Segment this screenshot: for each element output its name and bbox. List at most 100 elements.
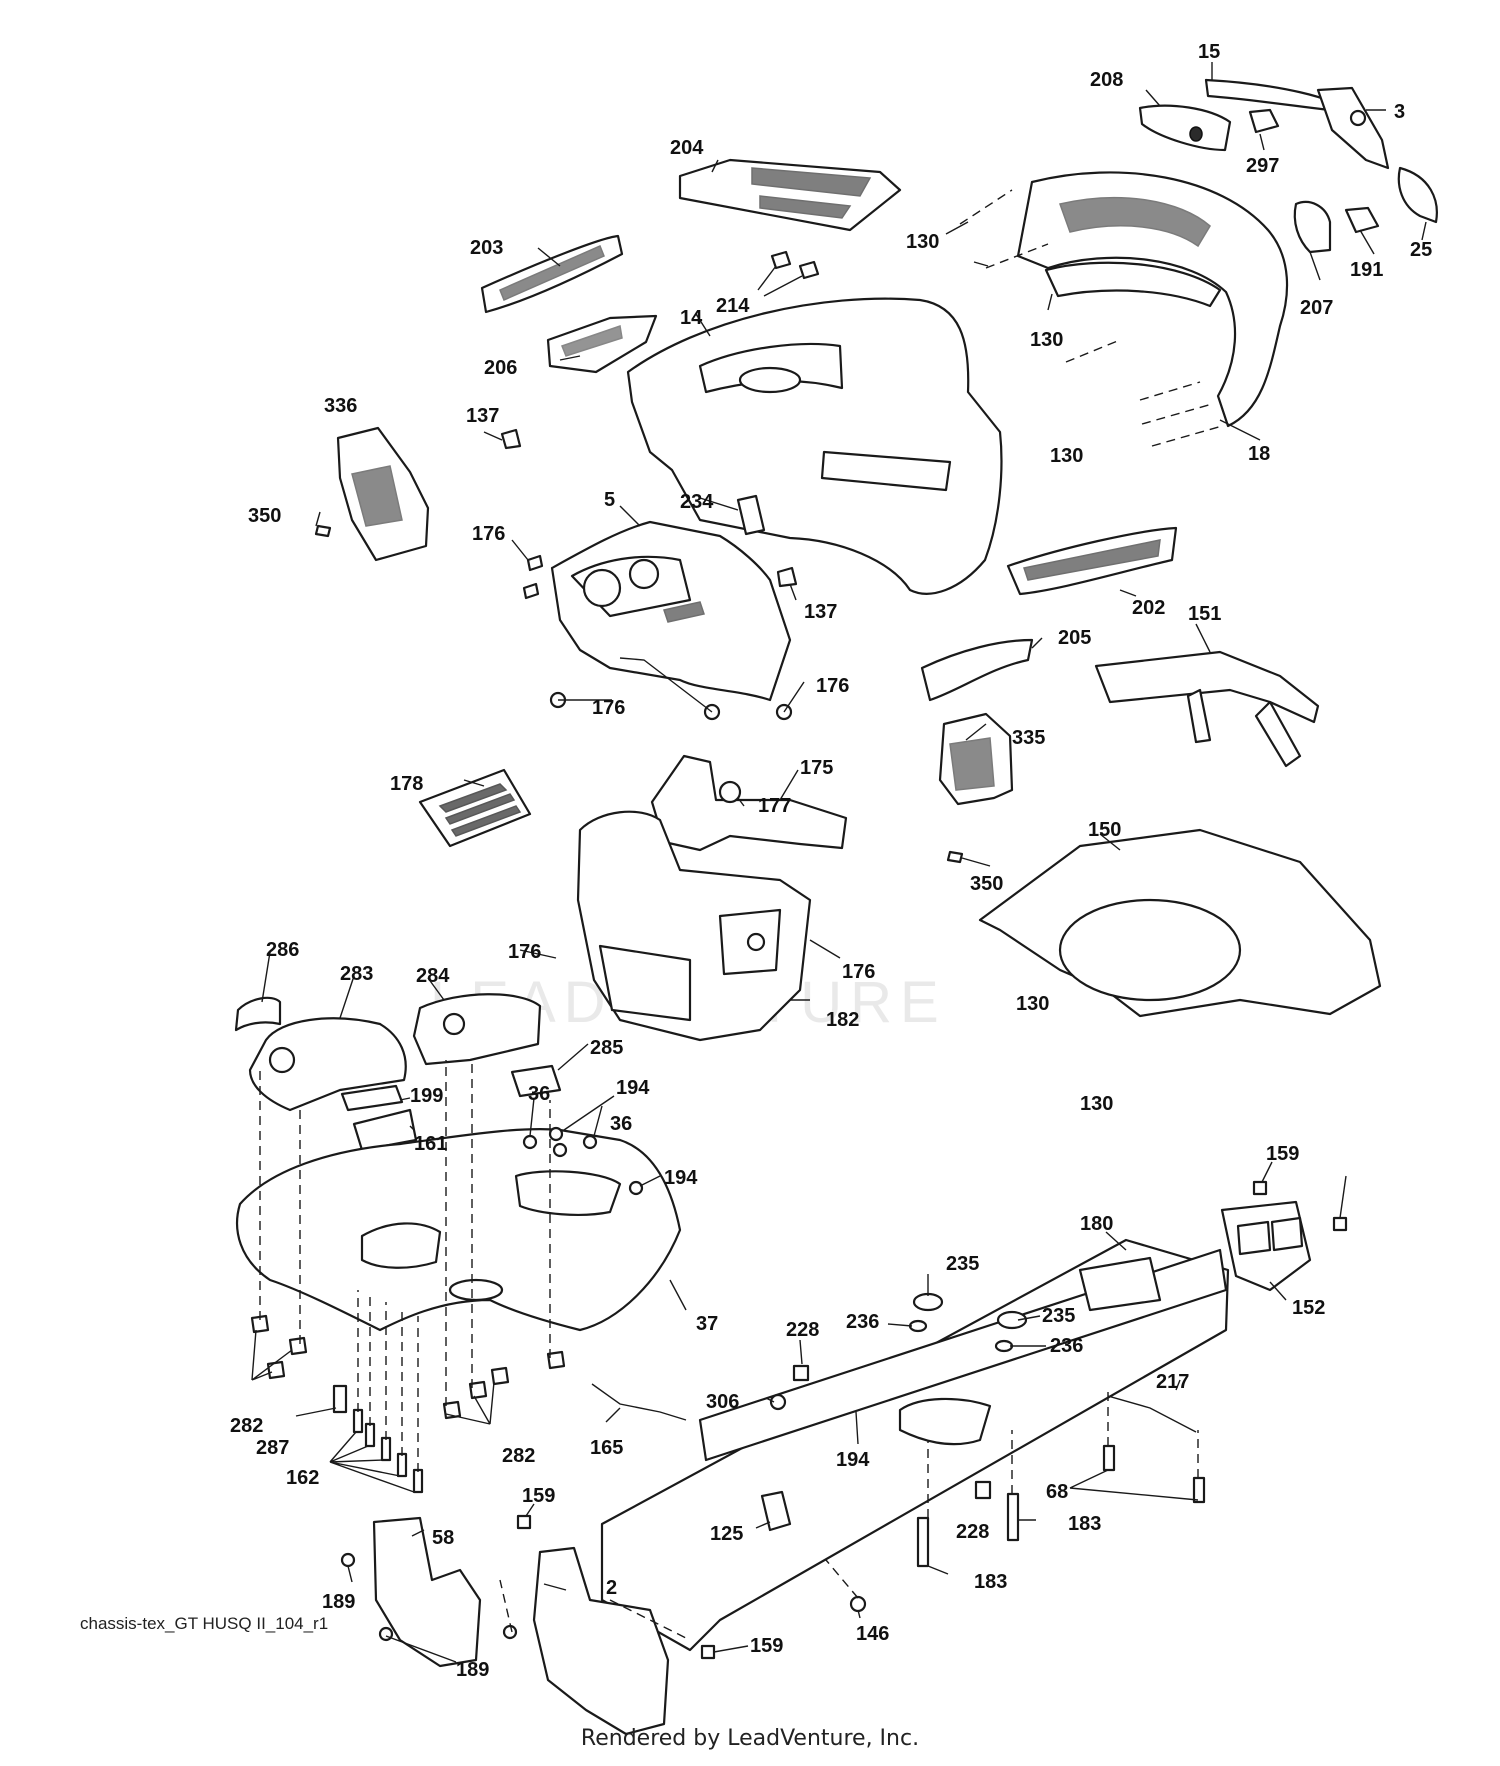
callout-204: 204	[670, 137, 704, 159]
callout-191: 191	[1350, 259, 1383, 281]
callout-58: 58	[432, 1527, 454, 1549]
callout-194-c: 194	[836, 1449, 870, 1471]
callout-151: 151	[1188, 603, 1221, 625]
part-152-rear-bracket[interactable]	[1220, 1200, 1312, 1292]
callout-306: 306	[706, 1391, 739, 1413]
part-175-dash-support[interactable]	[650, 754, 848, 852]
part-58-left-bracket[interactable]	[372, 1516, 482, 1668]
callout-37: 37	[696, 1313, 718, 1335]
part-37-fender[interactable]	[236, 1127, 682, 1332]
callout-159-a: 159	[1266, 1143, 1299, 1165]
callout-297: 297	[1246, 155, 1279, 177]
part-297-clip[interactable]	[1248, 108, 1280, 134]
part-18-front-bumper-grille[interactable]	[1016, 171, 1289, 428]
part-199-spring-plate[interactable]	[340, 1084, 404, 1112]
render-credit: Rendered by LeadVenture, Inc.	[580, 1726, 920, 1751]
callout-176-c: 176	[592, 697, 625, 719]
part-283-left-pod[interactable]	[248, 1017, 407, 1112]
part-161-bracket[interactable]	[352, 1108, 418, 1152]
callout-217: 217	[1156, 1371, 1189, 1393]
callout-165: 165	[590, 1437, 623, 1459]
part-191-bulb-socket[interactable]	[1344, 206, 1380, 234]
part-350-screw-right[interactable]	[946, 850, 964, 864]
assembly-lines	[259, 189, 1223, 1641]
callout-68: 68	[1046, 1481, 1068, 1503]
part-207-headlight-assembly[interactable]	[1293, 200, 1332, 254]
part-287-bolt[interactable]	[332, 1384, 348, 1414]
callout-194-b: 194	[664, 1167, 698, 1189]
part-183-bolts[interactable]	[916, 1492, 1020, 1568]
callout-183-a: 183	[1068, 1513, 1101, 1535]
part-335-side-cover[interactable]	[938, 712, 1014, 806]
callout-159-c: 159	[750, 1635, 783, 1657]
callout-199: 199	[410, 1085, 443, 1107]
callout-175: 175	[800, 757, 833, 779]
part-205-trim[interactable]	[920, 638, 1034, 702]
part-182-lower-dash[interactable]	[576, 810, 812, 1042]
callout-162: 162	[286, 1467, 319, 1489]
part-217-rod[interactable]	[1107, 1395, 1197, 1433]
part-350-screw-left[interactable]	[314, 524, 332, 538]
callout-137-b: 137	[804, 601, 837, 623]
part-36-screws[interactable]	[522, 1134, 598, 1158]
part-178-vent-plate[interactable]	[418, 768, 532, 848]
callout-284: 284	[416, 965, 450, 987]
callout-207: 207	[1300, 297, 1333, 319]
callout-214: 214	[716, 295, 750, 317]
part-202-grille-insert[interactable]	[1006, 526, 1178, 596]
part-137-clip-left[interactable]	[500, 428, 522, 450]
part-25-seal[interactable]	[1397, 166, 1438, 224]
callout-176-a: 176	[472, 523, 505, 545]
part-151-bracket[interactable]	[1094, 650, 1320, 768]
callout-282-a: 282	[230, 1415, 263, 1437]
callout-130-b: 130	[1030, 329, 1063, 351]
part-282-clips[interactable]	[250, 1314, 566, 1420]
part-234-decal[interactable]	[736, 494, 766, 536]
part-137-clip-right[interactable]	[776, 566, 798, 588]
callout-2: 2	[606, 1577, 617, 1599]
part-3-headlight-bezel[interactable]	[1316, 86, 1390, 170]
callout-178: 178	[390, 773, 423, 795]
callout-130-c: 130	[1050, 445, 1083, 467]
callout-161: 161	[414, 1133, 447, 1155]
callout-176-e: 176	[842, 961, 875, 983]
part-206-side-panel[interactable]	[546, 314, 658, 374]
part-162-bolts[interactable]	[352, 1408, 424, 1494]
callout-36-a: 36	[528, 1083, 550, 1105]
part-146-bolt[interactable]	[849, 1595, 867, 1613]
callout-350-b: 350	[970, 873, 1003, 895]
part-14-hood[interactable]	[626, 297, 1003, 595]
callout-282-b: 282	[502, 1445, 535, 1467]
callout-18: 18	[1248, 443, 1270, 465]
part-125-bracket[interactable]	[760, 1490, 792, 1532]
part-336-side-cover[interactable]	[336, 426, 430, 562]
part-176-fasteners[interactable]	[522, 554, 793, 721]
callout-335: 335	[1012, 727, 1045, 749]
part-5-dash-panel[interactable]	[550, 520, 792, 702]
callout-202: 202	[1132, 597, 1165, 619]
part-286-handle[interactable]	[234, 996, 282, 1032]
callout-236-a: 236	[846, 1311, 879, 1333]
part-2-front-bracket[interactable]	[532, 1546, 670, 1736]
part-285-insert[interactable]	[510, 1064, 562, 1098]
callout-176-b: 176	[816, 675, 849, 697]
part-214-clips[interactable]	[770, 250, 820, 280]
callout-183-b: 183	[974, 1571, 1007, 1593]
part-165-rod[interactable]	[591, 1383, 687, 1421]
callout-150: 150	[1088, 819, 1121, 841]
part-203-side-vent[interactable]	[480, 234, 624, 314]
part-68-bolts[interactable]	[1102, 1444, 1206, 1504]
callout-130-d: 130	[1016, 993, 1049, 1015]
part-228-bolts[interactable]	[792, 1364, 992, 1500]
callout-25: 25	[1410, 239, 1432, 261]
part-204-hood-scoop[interactable]	[678, 158, 902, 232]
part-150-floor-plate[interactable]	[978, 828, 1382, 1018]
callout-286: 286	[266, 939, 299, 961]
part-235-236-bushings[interactable]	[908, 1292, 1028, 1353]
part-284-right-pod[interactable]	[412, 993, 542, 1066]
part-306-nut[interactable]	[769, 1393, 787, 1411]
callout-labels: 15 208 3 297 25 191 207 204 130 130 130 …	[230, 41, 1432, 1681]
callout-285: 285	[590, 1037, 623, 1059]
callout-180: 180	[1080, 1213, 1113, 1235]
part-208-headlight-lens[interactable]	[1138, 104, 1232, 152]
